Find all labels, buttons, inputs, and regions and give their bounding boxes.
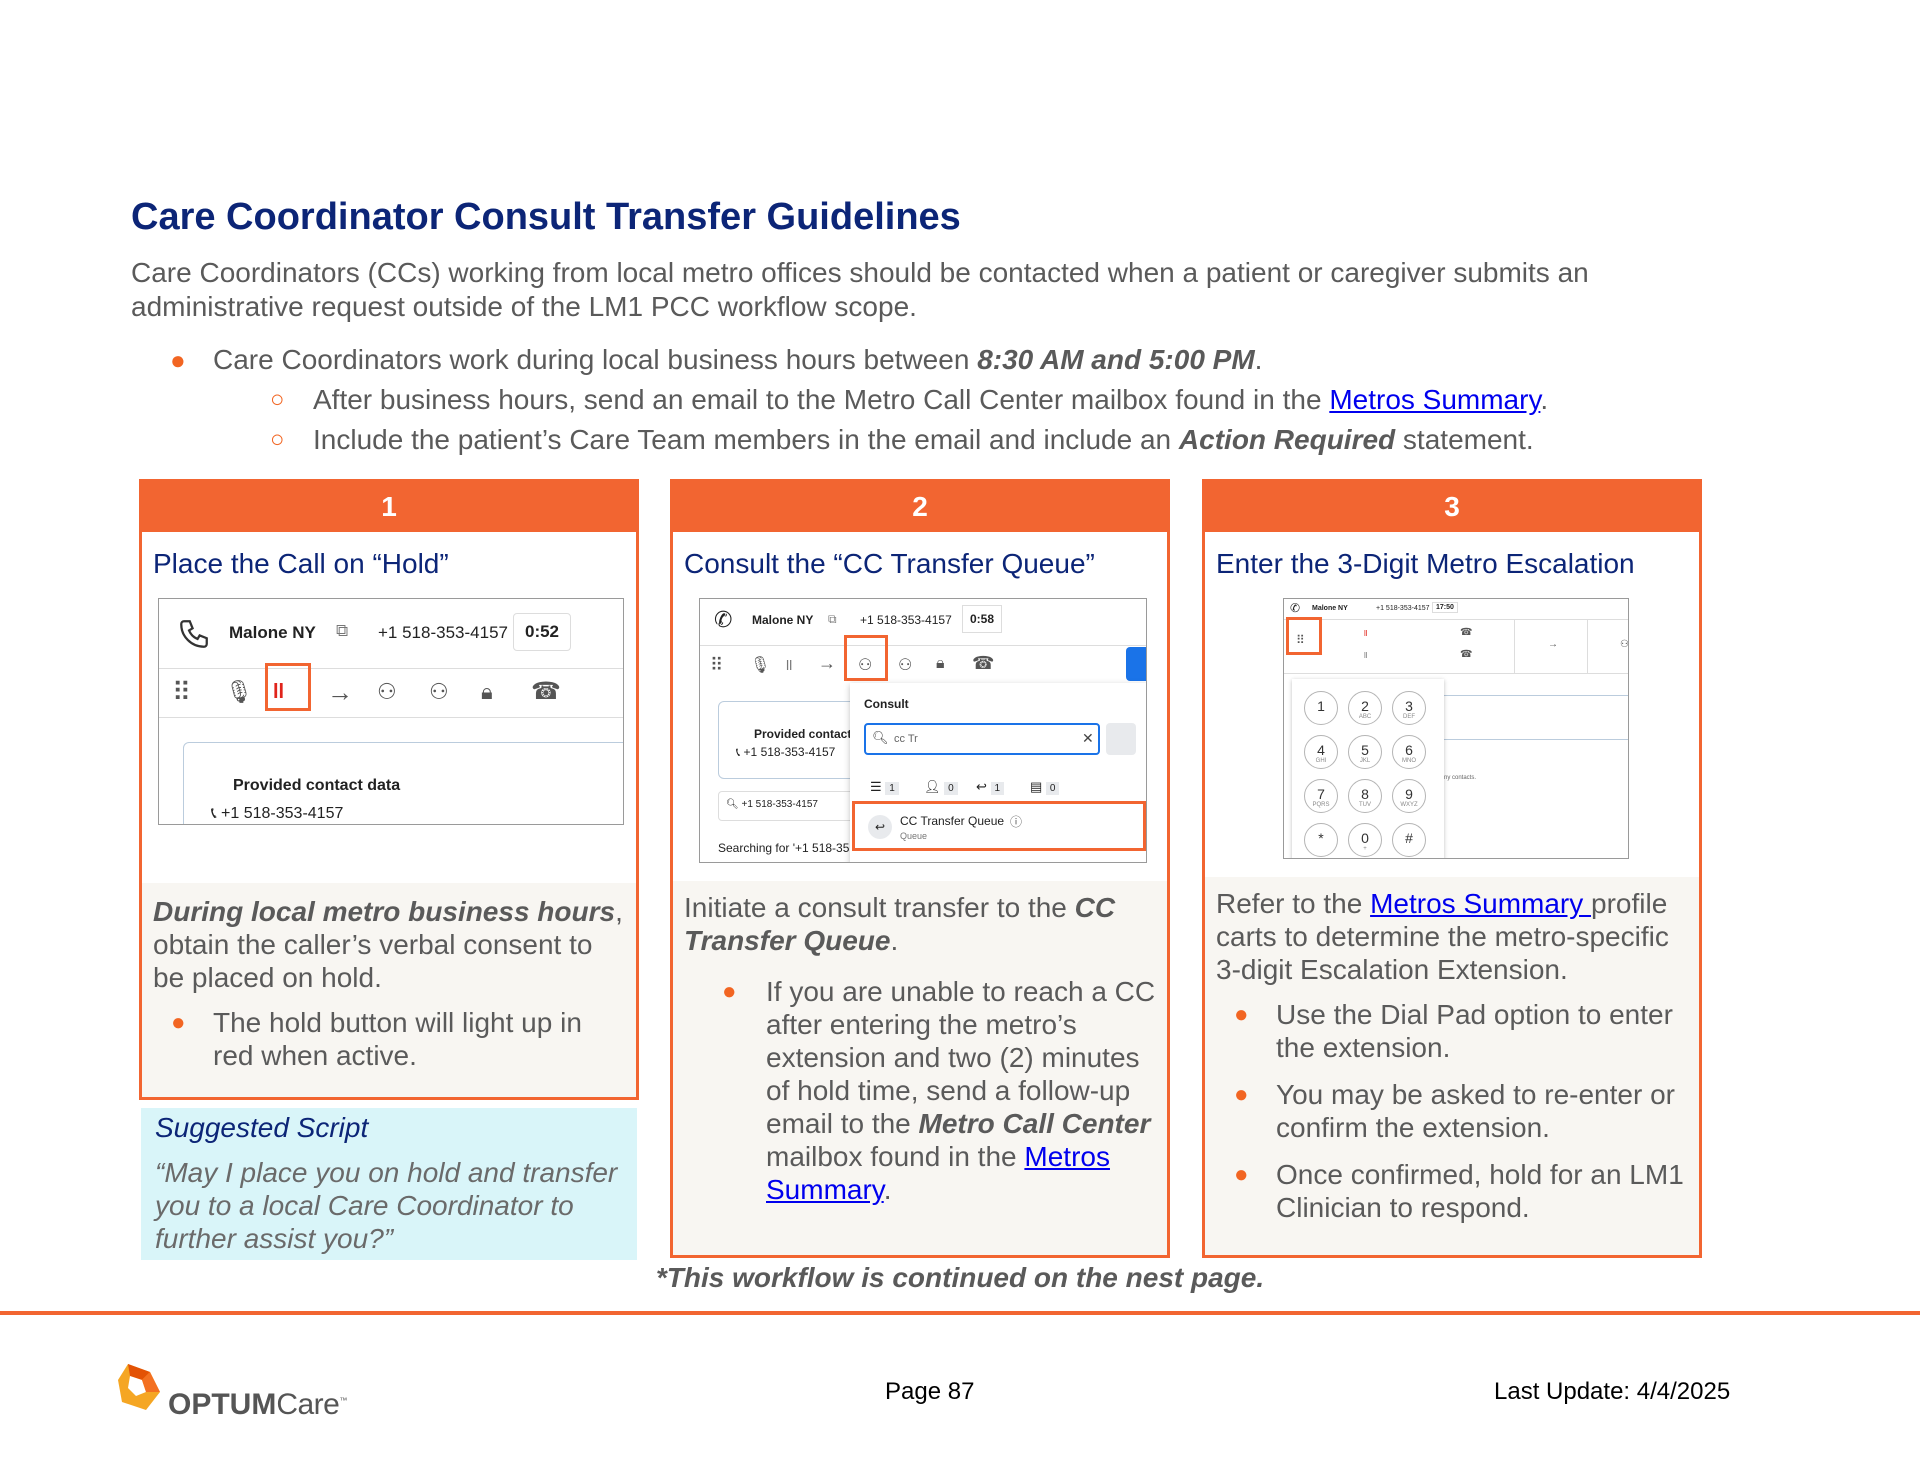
ring-bullet: ○: [270, 386, 285, 413]
step-card-1: 1 Place the Call on “Hold” Malone NY ⧉ +…: [139, 479, 639, 1100]
consult-highlight: [844, 635, 888, 681]
screenshot-hold: Malone NY ⧉ +1 518-353-4157 0:52 ⠿ 🎙 ll …: [158, 598, 624, 825]
step-body: During local metro business hours, obtai…: [142, 883, 636, 1097]
step-body: Refer to the Metros Summary profile cart…: [1205, 877, 1699, 1255]
step-heading: Place the Call on “Hold”: [153, 548, 449, 579]
list-item: ●The hold button will light up in red wh…: [171, 1007, 582, 1071]
list-item: ●You may be asked to re-enter or confirm…: [1234, 1079, 1675, 1143]
queue-icon: ↩: [868, 815, 892, 839]
metros-summary-link[interactable]: Metros Summary: [1370, 888, 1592, 919]
transfer-icon[interactable]: →: [327, 677, 353, 707]
step-number: 1: [142, 482, 636, 532]
call-timer: 0:58: [962, 605, 1002, 633]
optum-logo-icon: [118, 1364, 160, 1410]
list-item: ●Use the Dial Pad option to enter the ex…: [1234, 999, 1673, 1063]
dialpad-highlight: [1286, 617, 1322, 655]
consult-search-input[interactable]: 🔍︎ cc Tr ✕: [864, 723, 1100, 755]
step-card-3: 3 Enter the 3-Digit Metro Escalation ✆ M…: [1202, 479, 1702, 1258]
hold-icon[interactable]: ll: [786, 657, 793, 673]
queue-name[interactable]: CC Transfer Queue: [900, 814, 1005, 828]
phone-icon: ✆: [714, 607, 733, 632]
step-card-2: 2 Consult the “CC Transfer Queue” ✆ Malo…: [670, 479, 1170, 1258]
script-quote: “May I place you on hold and transfer yo…: [155, 1157, 618, 1254]
screenshot-consult: ✆ Malone NY ⧉ +1 518-353-4157 0:58 ⠿ 🎙 l…: [699, 598, 1147, 863]
mute-icon[interactable]: 🎙: [750, 657, 771, 674]
conference-icon[interactable]: ⚇: [898, 657, 913, 674]
consult-icon[interactable]: ⚇: [377, 679, 397, 704]
search-icon[interactable]: 🔍︎ +1 518-353-4157: [726, 799, 818, 810]
dialpad-icon[interactable]: ⠿: [172, 677, 192, 707]
clear-icon[interactable]: ✕: [1082, 730, 1094, 746]
dialpad-key[interactable]: *: [1304, 823, 1338, 857]
consult-title: Consult: [864, 697, 909, 711]
consult-icon[interactable]: ⚇: [858, 657, 873, 674]
lock-icon[interactable]: 🔒︎: [936, 655, 945, 672]
hold-highlight: [265, 663, 311, 711]
script-title: Suggested Script: [155, 1112, 369, 1143]
footer-divider: [0, 1311, 1920, 1315]
end-call-icon[interactable]: ☎: [972, 653, 995, 673]
provided-contact-label: Provided contact data: [233, 777, 401, 794]
continued-note: *This workflow is continued on the nest …: [655, 1262, 1265, 1293]
caller-number: +1 518-353-4157: [378, 623, 508, 642]
metros-summary-link[interactable]: Metros Summary: [1329, 384, 1541, 415]
step-body: Initiate a consult transfer to the CC Tr…: [673, 881, 1167, 1255]
tab-people[interactable]: 👤︎ 0: [924, 779, 958, 795]
tab-all[interactable]: ☰ 1: [870, 779, 899, 795]
step-heading: Enter the 3-Digit Metro Escalation: [1216, 548, 1635, 579]
list-item: ●If you are unable to reach a CC after e…: [722, 976, 1156, 1205]
contacts-icon[interactable]: [1106, 723, 1136, 755]
dialpad-key[interactable]: 1: [1304, 691, 1338, 725]
phone-icon: [180, 620, 208, 648]
conference-icon[interactable]: ⚇: [429, 679, 449, 704]
page-number: Page 87: [885, 1378, 975, 1405]
transfer-icon[interactable]: →: [818, 653, 836, 673]
end-call-icon[interactable]: ☎: [531, 678, 561, 705]
dialpad-key[interactable]: 0+: [1348, 823, 1382, 857]
ring-bullet: ○: [270, 426, 285, 453]
consult-popup: Consult 🔍︎ cc Tr ✕ ☰ 1 👤︎ 0 ↩ 1 ▤ 0 ↩ CC…: [850, 683, 1146, 862]
phone-icon: ✆: [1290, 601, 1301, 615]
lock-icon[interactable]: 🔒︎: [481, 679, 493, 704]
intro-paragraph: Care Coordinators (CCs) working from loc…: [131, 257, 1589, 322]
queue-highlight: [852, 801, 1146, 851]
step-number: 2: [673, 482, 1167, 532]
copy-icon[interactable]: ⧉: [828, 612, 837, 626]
hold-icon[interactable]: ll: [273, 681, 285, 703]
last-update: Last Update: 4/4/2025: [1494, 1378, 1731, 1405]
mute-icon[interactable]: 🎙: [225, 679, 253, 704]
list-item: ●Once confirmed, hold for an LM1 Clinici…: [1234, 1159, 1684, 1223]
dialpad-key[interactable]: #: [1392, 823, 1426, 857]
step-heading: Consult the “CC Transfer Queue”: [684, 548, 1095, 579]
call-timer: 0:52: [513, 613, 571, 651]
dialpad-icon[interactable]: ⠿: [710, 655, 724, 675]
provided-phone: 📞︎ +1 518-353-4157: [211, 805, 344, 822]
copy-icon[interactable]: ⧉: [336, 621, 349, 640]
step-number: 3: [1205, 482, 1699, 532]
tab-directory[interactable]: ▤ 0: [1030, 779, 1060, 795]
info-icon[interactable]: ⓘ: [1010, 815, 1023, 829]
suggested-script-box: Suggested Script “May I place you on hol…: [141, 1108, 637, 1260]
contact-name: Malone NY: [229, 623, 316, 642]
search-icon: 🔍︎: [872, 730, 889, 745]
bullet-dot: ●: [170, 345, 186, 375]
screenshot-dialpad: ✆ Malone NY +1 518-353-4157 17:50 ⠿ ll l…: [1283, 598, 1629, 859]
tab-queues[interactable]: ↩ 1: [976, 779, 1005, 795]
page-title: Care Coordinator Consult Transfer Guidel…: [131, 196, 961, 238]
optum-care-logo: OPTUMCare™: [168, 1388, 347, 1421]
metros-summary-link[interactable]: Metros Summary: [766, 1141, 1110, 1205]
dialpad-icon[interactable]: ⠿: [1296, 633, 1305, 647]
